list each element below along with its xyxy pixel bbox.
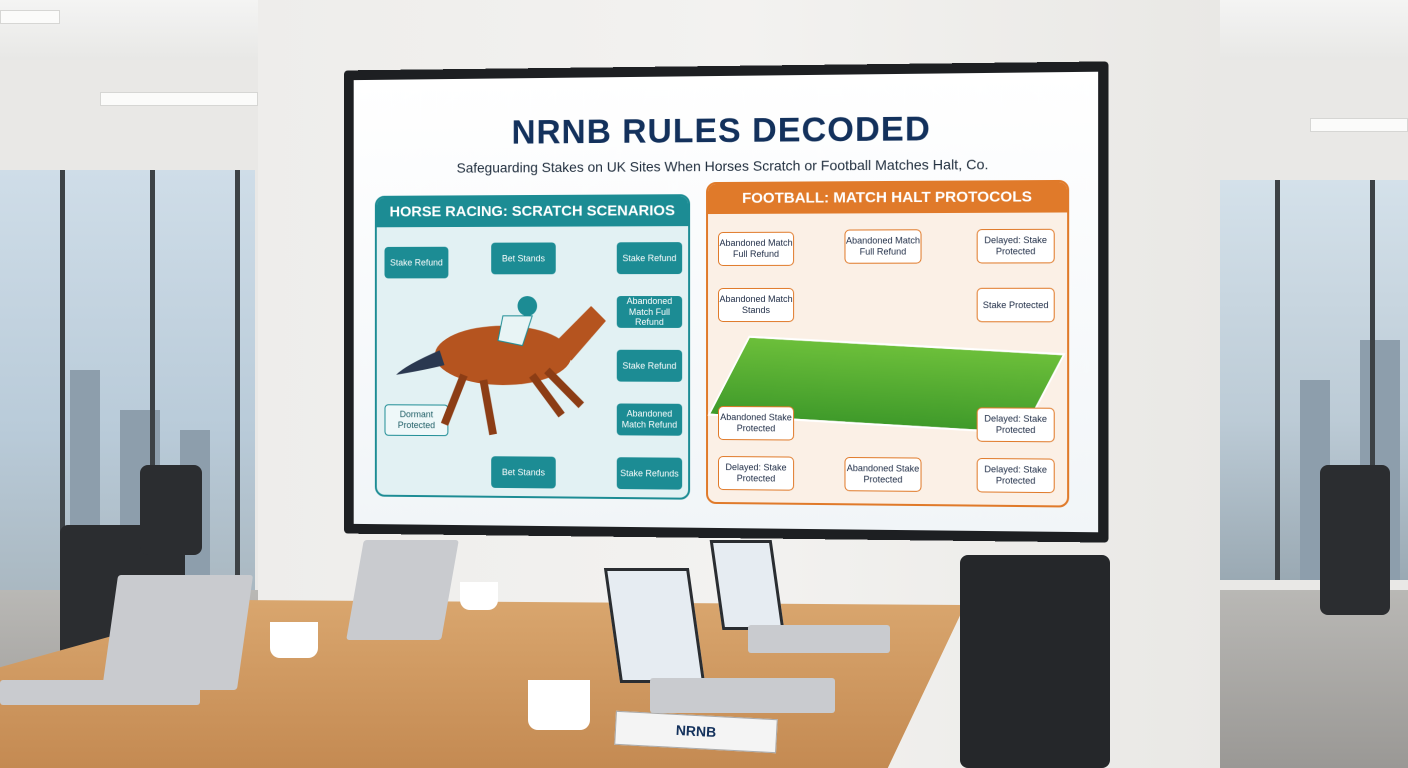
laptop (346, 540, 459, 640)
office-chair (140, 465, 202, 555)
laptop-keyboard (0, 680, 200, 705)
ceiling-light (1310, 118, 1408, 132)
office-chair (960, 555, 1110, 768)
infographic-title: NRNB RULES DECODED (511, 109, 931, 152)
laptop-keyboard (650, 678, 835, 713)
flow-box: Abandoned Match Stands (718, 287, 795, 323)
wall-display: NRNB RULES DECODED Safeguarding Stakes o… (344, 61, 1109, 543)
flow-box: Stake Refund (616, 349, 683, 382)
flow-box: Abandoned Match Full Refund (844, 229, 922, 264)
flow-box: Stake Refunds (616, 457, 683, 490)
window-mullion (235, 170, 240, 600)
flow-box: Delayed: Stake Protected (718, 455, 795, 491)
flow-box: Delayed: Stake Protected (976, 407, 1055, 443)
notebook-label: NRNB (675, 721, 717, 741)
flow-box: Stake Protected (976, 287, 1055, 323)
ceiling-light (100, 92, 258, 106)
ceiling-light (0, 10, 60, 24)
flow-box: Abandoned Match Refund (616, 403, 683, 436)
horse-racing-panel: HORSE RACING: SCRATCH SCENARIOS Stake Re… (374, 194, 691, 500)
infographic-subtitle: Safeguarding Stakes on UK Sites When Hor… (456, 156, 989, 176)
panel-heading: FOOTBALL: MATCH HALT PROTOCOLS (708, 181, 1068, 215)
flow-box: Stake Refund (384, 246, 449, 279)
laptop (101, 575, 254, 690)
coffee-cup (270, 622, 318, 658)
flow-box: Abandoned Stake Protected (718, 405, 795, 441)
flow-box: Stake Refund (616, 242, 683, 275)
flow-box: Abandoned Match Full Refund (718, 231, 795, 267)
flow-box: Bet Stands (491, 242, 556, 275)
flow-box: Delayed: Stake Protected (976, 228, 1055, 264)
laptop-screen (709, 540, 785, 630)
laptop-keyboard (748, 625, 890, 653)
window-mullion (1275, 180, 1280, 580)
football-panel: FOOTBALL: MATCH HALT PROTOCOLS Abandoned… (706, 179, 1070, 508)
laptop-screen (603, 568, 706, 683)
window-mullion (60, 170, 65, 600)
floor (1220, 590, 1408, 768)
window-mullion (150, 170, 155, 600)
flow-box: Abandoned Stake Protected (844, 456, 922, 492)
flow-box: Bet Stands (491, 456, 556, 489)
office-chair (1320, 465, 1390, 615)
panel-heading: HORSE RACING: SCRATCH SCENARIOS (376, 196, 689, 228)
flow-box: Delayed: Stake Protected (976, 457, 1055, 494)
display-screen: NRNB RULES DECODED Safeguarding Stakes o… (353, 71, 1099, 533)
coffee-cup (528, 680, 590, 730)
flow-box: Abandoned Match Full Refund (616, 296, 683, 328)
window-mullion (1370, 180, 1375, 580)
racehorse-illustration (396, 296, 606, 455)
coffee-cup (460, 582, 498, 610)
